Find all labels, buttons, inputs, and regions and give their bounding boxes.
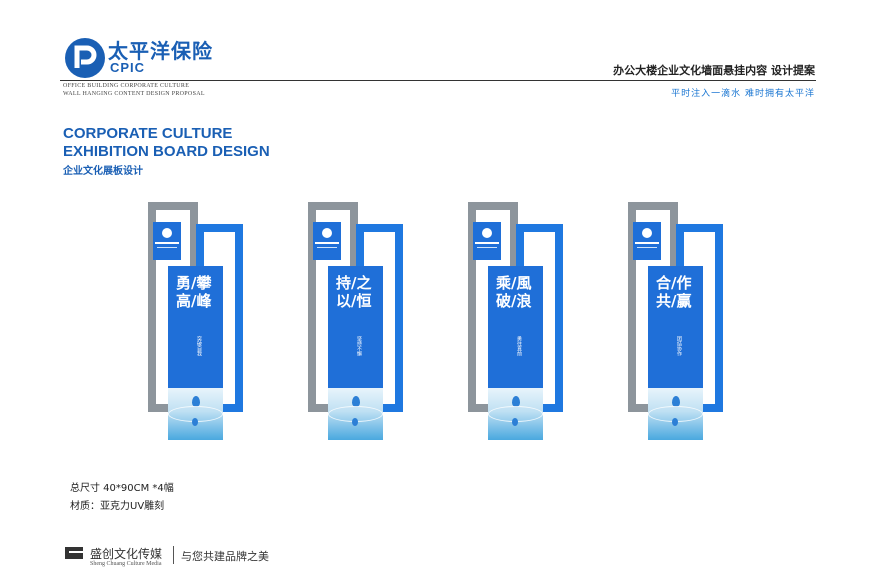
section-title-line1: CORPORATE CULTURE: [63, 125, 233, 142]
exhibition-board-2: 持/之 以/恒 坚持不懈: [308, 200, 408, 440]
board-logo-icon: [633, 222, 661, 260]
board-panel: 勇/攀 高/峰 突破自我: [153, 222, 223, 388]
board-logo-icon: [153, 222, 181, 260]
shengchuang-logo-icon: [65, 547, 83, 559]
brand-name-en: CPIC: [110, 60, 146, 75]
section-title-line2: EXHIBITION BOARD DESIGN: [63, 143, 270, 160]
board-slogan-line1: 勇/攀: [176, 274, 212, 292]
board-logo-icon: [313, 222, 341, 260]
slogan: 平时注入一滴水 难时拥有太平洋: [671, 89, 815, 99]
brand-name-cn: 太平洋保险: [108, 39, 213, 63]
header-subtitle-line2: WALL HANGING CONTENT DESIGN PROPOSAL: [63, 91, 205, 97]
board-panel: 合/作 共/赢 团结协作: [633, 222, 703, 388]
spec-size: 总尺寸 40*90CM *4幅: [70, 483, 174, 494]
board-slogan-line1: 乘/風: [496, 274, 532, 292]
header-divider: [60, 80, 816, 81]
water-drop-image: [648, 388, 703, 440]
cpic-logo-icon: [65, 38, 105, 78]
board-slogan: 勇/攀 高/峰: [176, 274, 220, 310]
water-drop-image: [488, 388, 543, 440]
board-slogan: 合/作 共/赢: [656, 274, 700, 310]
footer-company-en: Sheng Chuang Culture Media: [90, 561, 162, 567]
spec-material: 材质：亚克力UV雕刻: [70, 501, 165, 512]
exhibition-board-3: 乘/風 破/浪 勇往直前: [468, 200, 568, 440]
board-subtitle: 勇往直前: [516, 336, 522, 356]
exhibition-board-4: 合/作 共/赢 团结协作: [628, 200, 728, 440]
board-subtitle: 坚持不懈: [356, 336, 362, 356]
section-title-cn: 企业文化展板设计: [63, 166, 143, 177]
board-slogan-line1: 合/作: [656, 274, 692, 292]
board-slogan: 持/之 以/恒: [336, 274, 380, 310]
exhibition-board-1: 勇/攀 高/峰 突破自我: [148, 200, 248, 440]
water-drop-image: [328, 388, 383, 440]
section-title-en: CORPORATE CULTURE EXHIBITION BOARD DESIG…: [63, 125, 270, 161]
board-slogan-line2: 以/恒: [336, 292, 372, 310]
header-subtitle-line1: OFFICE BUILDING CORPORATE CULTURE: [63, 83, 190, 89]
water-drop-image: [168, 388, 223, 440]
board-subtitle: 突破自我: [196, 336, 202, 356]
board-slogan-line2: 破/浪: [496, 292, 532, 310]
proposal-title: 办公大楼企业文化墙面悬挂内容 设计提案: [613, 64, 815, 77]
board-panel: 乘/風 破/浪 勇往直前: [473, 222, 543, 388]
board-slogan-line2: 共/赢: [656, 292, 692, 310]
board-logo-icon: [473, 222, 501, 260]
board-slogan-line2: 高/峰: [176, 292, 212, 310]
board-slogan-line1: 持/之: [336, 274, 372, 292]
board-subtitle: 团结协作: [676, 336, 682, 356]
board-panel: 持/之 以/恒 坚持不懈: [313, 222, 383, 388]
footer-tagline: 与您共建品牌之美: [181, 550, 269, 563]
footer-divider: [173, 546, 174, 564]
footer-company-cn: 盛创文化传媒: [90, 547, 163, 561]
board-slogan: 乘/風 破/浪: [496, 274, 540, 310]
